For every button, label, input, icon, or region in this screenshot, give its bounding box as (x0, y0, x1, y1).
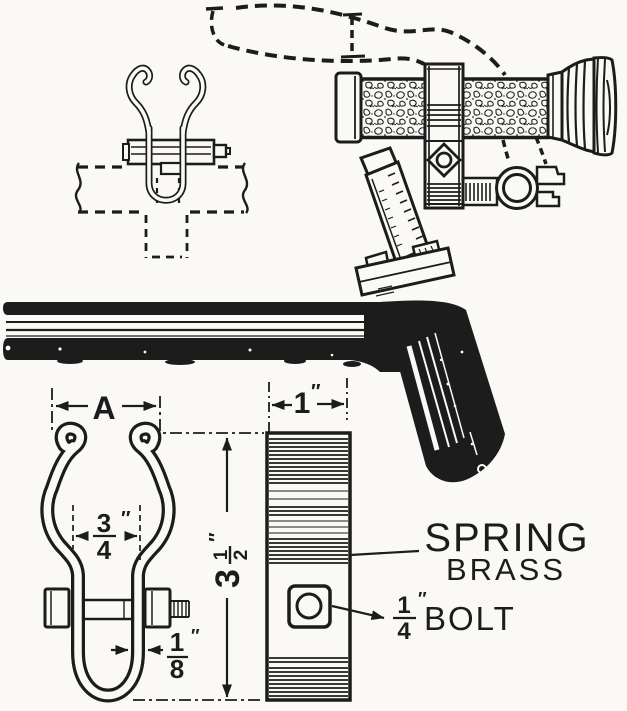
frac-den: 2 (231, 550, 252, 561)
dimension-a: A (55, 390, 157, 426)
clip-bolt (43, 587, 190, 629)
band-diamond-ornament (426, 142, 462, 178)
svg-text:BRASS: BRASS (446, 552, 566, 587)
frac-unit: ″ (191, 626, 200, 646)
clip-front-view: A 3 4 ″ 1 (40, 388, 264, 703)
grip-ferrule (546, 56, 618, 157)
dimension-one-eighth: 1 8 ″ (111, 626, 200, 684)
clip-outline (125, 64, 207, 204)
leader-line (331, 604, 385, 621)
grip-end-cap (334, 71, 363, 144)
bolt-tip (212, 143, 228, 159)
frac-unit: ″ (418, 589, 427, 609)
dimension-three-half: 3 1 2 ″ (206, 437, 252, 698)
clamp-lug (535, 165, 566, 186)
leader-line (349, 549, 420, 557)
clamp-lug (535, 190, 561, 208)
svg-text:BOLT: BOLT (424, 600, 516, 637)
clip-bolt-plate (122, 138, 231, 176)
phantom-joint-mark (205, 6, 224, 11)
stem-tube-highlights (406, 332, 487, 474)
dimension-three-quarter: 3 4 ″ (72, 505, 141, 565)
bolt-head (43, 587, 71, 629)
clip-side-view (74, 64, 249, 259)
frac-den: 8 (170, 654, 184, 684)
phantom-position-outline (205, 3, 548, 165)
dim-unit: ″ (311, 381, 321, 403)
frac-den: 4 (397, 618, 411, 645)
spring-brass-label: SPRING BRASS (424, 516, 589, 587)
bolt-label: 1 4 ″ BOLT (393, 589, 516, 645)
grip-clamp-band (423, 62, 465, 210)
svg-text:SPRING: SPRING (424, 516, 589, 560)
bolt-nut (143, 587, 172, 629)
stem-locknut (354, 239, 456, 297)
stem-phantom (144, 215, 189, 259)
frac-unit: ″ (121, 508, 131, 530)
frac-whole: 3 (209, 569, 247, 588)
handlebar-grip-assembly (334, 56, 618, 210)
spring-brass-strip: 1 ″ SPRING BRASS 1 4 ″ BOLT (265, 378, 589, 702)
dimension-one-inch: 1 ″ (268, 378, 348, 436)
spring-clip-outline (40, 421, 176, 703)
frac-num: 1 (211, 549, 232, 560)
stem-tube (364, 300, 505, 483)
frac-num: 1 (397, 592, 410, 619)
tube-phantom (74, 162, 249, 214)
ring-clamp (459, 165, 566, 210)
handlebar-tube (3, 300, 505, 483)
phantom-joint-mark (340, 12, 366, 59)
dim-num: 1 (294, 387, 311, 420)
frac-den: 4 (97, 535, 112, 565)
bolt-hole (287, 584, 332, 629)
frac-num: 1 (170, 627, 184, 657)
dim-a-label: A (92, 390, 115, 426)
frac-unit: ″ (206, 532, 228, 542)
frac-num: 3 (97, 508, 111, 538)
